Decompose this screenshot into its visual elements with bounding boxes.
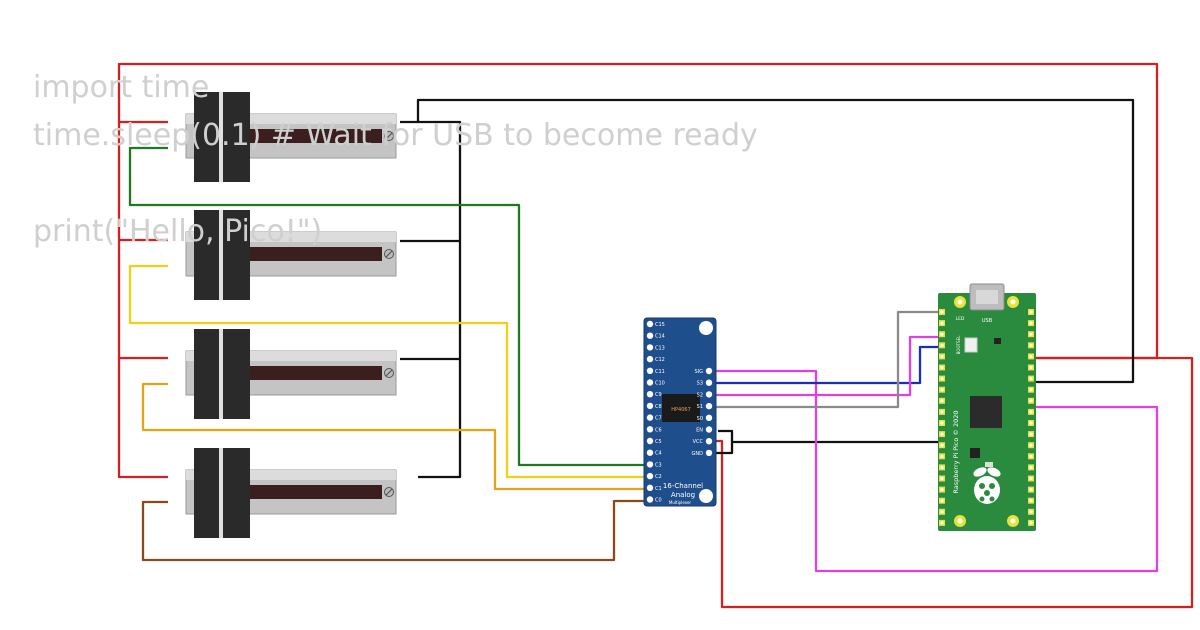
mux-chip-label: HP4067 <box>671 407 691 413</box>
led-label: LED <box>956 316 965 322</box>
wiper-wire-1 <box>128 146 650 467</box>
mux-pin-c15[interactable] <box>646 320 654 328</box>
mux-pin-label: C13 <box>655 345 665 351</box>
mux-pin-vcc[interactable] <box>705 438 713 445</box>
mux-pin-sig[interactable] <box>705 367 713 375</box>
mux-pin-label: S0 <box>697 416 703 422</box>
mount-hole-icon <box>699 489 713 503</box>
mux-pin-c14[interactable] <box>646 332 654 339</box>
mux-pin-label: S1 <box>697 404 703 410</box>
bootsel-button[interactable] <box>964 337 978 353</box>
mux-pin-c2[interactable] <box>646 472 654 480</box>
mux-pin-c7[interactable] <box>646 414 654 421</box>
power-wire <box>117 358 168 479</box>
raspberry-logo-icon <box>973 467 1001 504</box>
mux-pin-c10[interactable] <box>646 379 654 386</box>
ground-wire <box>400 120 462 479</box>
code-line: import time <box>33 70 210 105</box>
wiper-wire-3 <box>141 382 650 491</box>
mux-pin-s1[interactable] <box>705 402 713 410</box>
slide-potentiometer-1[interactable] <box>185 92 397 182</box>
mux-pin-label: C2 <box>655 474 662 480</box>
select-wire-s2 <box>709 335 942 397</box>
wiper-wire-2 <box>128 264 650 479</box>
pico-board-label: Raspberry Pi Pico © 2020 <box>952 410 960 493</box>
mux-pin-c6[interactable] <box>646 426 654 433</box>
mux-pin-en[interactable] <box>705 426 713 433</box>
wires <box>117 62 1194 609</box>
slide-potentiometers <box>185 92 397 538</box>
slide-potentiometer-2[interactable] <box>185 210 397 300</box>
select-wire-s1 <box>709 310 942 409</box>
slide-potentiometer-4[interactable] <box>185 448 397 538</box>
mux-pin-label: S2 <box>697 392 703 398</box>
wiper-wire-4 <box>141 499 650 562</box>
mux-pin-s0[interactable] <box>705 414 713 421</box>
mux-pin-label: C15 <box>655 322 665 328</box>
usb-label: USB <box>982 318 993 324</box>
mux-pin-label: C1 <box>655 486 662 492</box>
mux-pin-label: VCC <box>693 439 704 445</box>
mux-pin-c11[interactable] <box>646 367 654 374</box>
mux-caption: Multiplexer <box>669 500 692 505</box>
mux-pin-label: C7 <box>655 416 662 422</box>
power-wire <box>117 240 168 360</box>
mux-subtitle: Analog <box>671 491 695 499</box>
mux-pin-c5[interactable] <box>646 437 654 445</box>
mux-pin-label: C10 <box>655 381 665 387</box>
mux-pin-s3[interactable] <box>705 379 713 386</box>
code-line: time.sleep(0.1) # Wait for USB to become… <box>33 118 758 153</box>
mount-hole-icon <box>699 321 713 335</box>
mux-pin-label: C0 <box>655 498 662 504</box>
mux-pin-c12[interactable] <box>646 355 654 363</box>
mux-pin-label: S3 <box>697 381 703 387</box>
power-wire <box>709 356 1194 609</box>
mux-pin-gnd[interactable] <box>705 449 713 457</box>
mux-pin-label: SIG <box>694 369 703 375</box>
mux-pin-label: GND <box>692 451 704 457</box>
slide-potentiometer-3[interactable] <box>185 329 397 419</box>
mux-pin-c1[interactable] <box>646 484 654 491</box>
raspberry-pi-pico-board[interactable]: USB LED BOOTSEL Raspberry Pi Pico © 2020 <box>938 283 1036 531</box>
ground-wire <box>416 98 1135 384</box>
mux-pin-label: EN <box>696 428 703 434</box>
mux-chip <box>662 394 700 422</box>
mux-pin-label: C11 <box>655 369 665 375</box>
mux-pin-label: C9 <box>655 392 662 398</box>
mux-pin-c9[interactable] <box>646 391 654 398</box>
mux-pin-label: C3 <box>655 462 662 468</box>
mux-pin-c0[interactable] <box>646 496 654 503</box>
mux-pin-c8[interactable] <box>646 402 654 410</box>
mux-pin-label: C5 <box>655 439 662 445</box>
pico-chip <box>970 396 1002 428</box>
mux-pin-label: C12 <box>655 357 665 363</box>
bootsel-label: BOOTSEL <box>956 335 961 354</box>
mux-title: 16-Channel <box>663 482 703 490</box>
mux-pin-label: C14 <box>655 334 665 340</box>
mux-pin-c13[interactable] <box>646 344 654 351</box>
analog-multiplexer-board[interactable]: HP4067 C15C14C13C12C11C10C9C8C7C6C5C4C3C… <box>643 317 717 507</box>
mux-pin-c4[interactable] <box>646 449 654 456</box>
sig-wire <box>709 369 1159 573</box>
select-wire-s3 <box>709 345 942 385</box>
mux-pin-label: C4 <box>655 451 662 457</box>
mux-pin-label: C8 <box>655 404 662 410</box>
mux-pin-c3[interactable] <box>646 461 654 468</box>
code-line: print("Hello, Pico!") <box>33 214 323 249</box>
mux-pin-s2[interactable] <box>705 391 713 398</box>
mux-pin-label: C6 <box>655 427 662 433</box>
